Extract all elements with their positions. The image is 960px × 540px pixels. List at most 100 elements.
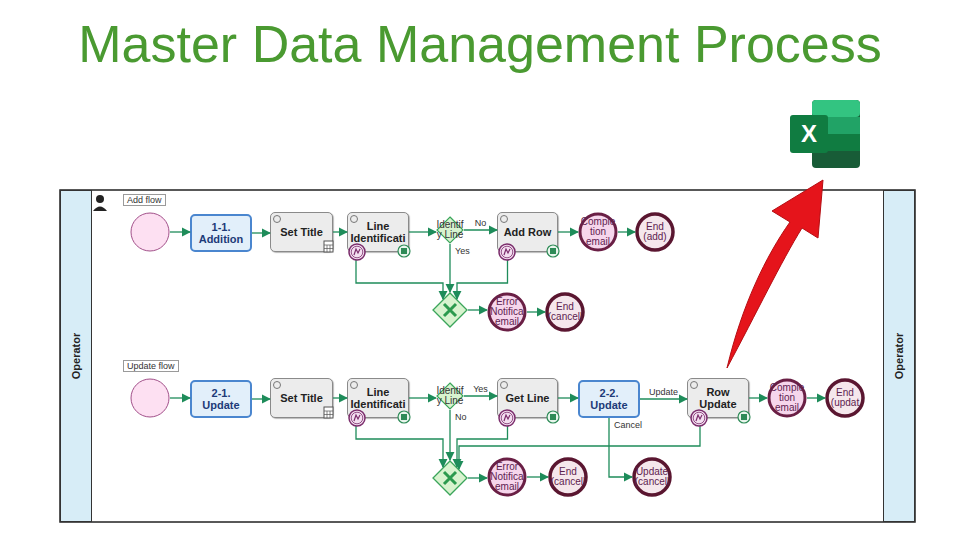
service-task: Row Update: [687, 378, 749, 418]
calculator-icon: [324, 241, 333, 252]
sheet-icon: [398, 245, 410, 257]
sequence-flow: [640, 398, 687, 399]
edge-label: Cancel: [614, 420, 642, 430]
excel-band: [812, 100, 860, 117]
node-label: End (cancell: [548, 467, 588, 487]
service-task: Add Row: [497, 212, 558, 252]
node-label: End (add): [635, 222, 675, 242]
sequence-flow: [409, 397, 436, 398]
node-label: Error Notifica email: [487, 297, 527, 327]
lane-band: Operator: [60, 190, 92, 522]
end-event: End (add): [635, 212, 675, 252]
gateway-outline: [432, 460, 468, 496]
sheet-icon: [547, 411, 559, 423]
sequence-flow: [449, 410, 450, 460]
node-label: Error Notifica email: [487, 462, 527, 492]
sequence-flow: [527, 476, 548, 477]
sequence-flow: [333, 231, 347, 232]
node-label: End (updat: [825, 388, 865, 408]
excel-band: [812, 134, 860, 151]
node-label: Row Update: [689, 386, 747, 410]
sequence-flow: [457, 418, 508, 467]
sequence-flow: [464, 395, 497, 396]
calculator-icons: [324, 241, 333, 418]
node-label: Add Row: [499, 226, 557, 238]
node-label: Identif y Line: [434, 386, 466, 406]
gear-icon: [691, 382, 698, 389]
sequence-flow: [356, 252, 443, 299]
sheet-icon: [547, 245, 559, 257]
node-label: Set Title: [273, 226, 331, 238]
boundary-error-event: [499, 410, 515, 426]
sheet-icon: [738, 411, 750, 423]
start-circle: [131, 379, 169, 417]
boundary-error-event: [499, 244, 515, 260]
sequence-flow: [459, 418, 700, 469]
sequence-flow: [558, 231, 578, 232]
person-body: [93, 207, 107, 212]
boundary-error-event: [691, 410, 707, 426]
sequence-flow: [170, 397, 190, 398]
start-event: [130, 212, 170, 252]
pool-frame: [60, 190, 915, 522]
node-label: End (cancell: [545, 302, 585, 322]
excel-band: [812, 117, 860, 134]
node-label: 2-1. Update: [193, 387, 249, 411]
sequence-flow: [807, 397, 825, 398]
gateway-shape: [433, 293, 467, 327]
node-label: Comple tion email: [578, 217, 618, 247]
boundary-error-event: [349, 244, 365, 260]
exclusive-mark: [444, 472, 456, 484]
gear-icon: [351, 216, 358, 223]
node-label: Operator: [893, 333, 905, 379]
node-label: Identif y Line: [434, 220, 466, 240]
gear-icon: [501, 382, 508, 389]
edge-label: No: [475, 218, 487, 228]
sequence-flow: [252, 232, 270, 233]
user-task: 1-1. Addition: [190, 214, 252, 252]
gateway-shape: [433, 461, 467, 495]
decision-diamond: Identif y Line: [436, 216, 464, 244]
sequence-flow: [449, 244, 450, 292]
sequence-flow: [252, 398, 270, 399]
node-label: Comple tion email: [767, 383, 807, 413]
lane-band: Operator: [883, 190, 915, 522]
service-task: Get Line: [497, 378, 558, 418]
calculator-grid: [324, 411, 333, 418]
person-head: [96, 195, 104, 203]
edge-label: Yes: [473, 384, 488, 394]
message-end-event: Comple tion email: [767, 378, 807, 418]
sequence-flow: [749, 397, 767, 398]
gear-icon: [351, 382, 358, 389]
node-label: Set Title: [273, 392, 331, 404]
sheet-icon: [398, 411, 410, 423]
sequence-flow: [457, 252, 508, 299]
node-label: Update (cancell: [632, 467, 672, 487]
end-event: Update (cancell: [632, 457, 672, 497]
sequence-flow: [170, 231, 190, 232]
service-task: Set Title: [270, 212, 333, 252]
sequence-flow: [609, 418, 632, 477]
diagram-title: Master Data Management Process: [0, 14, 960, 74]
start-circle: [131, 213, 169, 251]
flow-annotation: Update flow: [123, 360, 179, 372]
sequence-flow: [558, 397, 578, 398]
service-task: Line Identificati: [347, 212, 409, 252]
excel-letter: X: [801, 120, 817, 148]
sheet-icons: [398, 245, 750, 423]
user-task: 2-2. Update: [578, 380, 640, 418]
sequence-flow: [618, 231, 635, 232]
end-event: End (updat: [825, 378, 865, 418]
end-event: End (cancell: [548, 457, 588, 497]
calculator-icon: [324, 407, 333, 418]
node-label: 2-2. Update: [581, 387, 637, 411]
boundary-error-event: [349, 410, 365, 426]
edge-label: No: [455, 412, 467, 422]
start-event: [130, 378, 170, 418]
exclusive-mark: [444, 304, 456, 316]
edge-label: Yes: [455, 246, 470, 256]
message-end-event: Error Notifica email: [487, 457, 527, 497]
excel-badge: [790, 115, 828, 153]
node-label: Line Identificati: [349, 220, 407, 244]
